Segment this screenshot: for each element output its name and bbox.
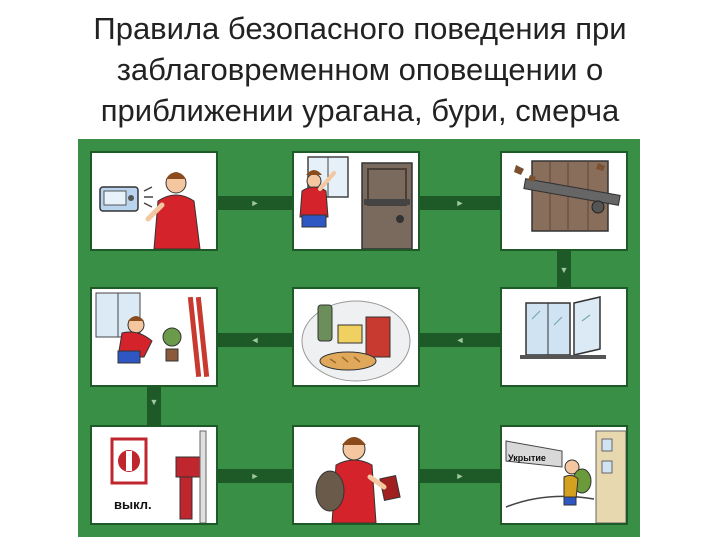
title-line-1: Правила безопасного поведения при (93, 11, 627, 46)
connector-2-3: ► (420, 196, 500, 210)
arrow-right-icon: ► (455, 471, 465, 481)
switch-off-label: выкл. (114, 497, 152, 512)
arrow-left-icon: ◄ (455, 335, 465, 345)
slide-title: Правила безопасного поведения при заблаг… (20, 8, 700, 131)
take-documents-illustration (315, 437, 401, 523)
connector-1-2: ► (218, 196, 292, 210)
panel-go-to-shelter: Укрытие (500, 425, 628, 525)
connector-5-6: ◄ (218, 333, 292, 347)
go-to-shelter-illustration: Укрытие (505, 430, 626, 523)
arrow-right-icon: ► (250, 471, 260, 481)
connector-3-4: ▼ (557, 249, 571, 291)
title-line-2: заблаговременном оповещении о (116, 52, 604, 87)
panel-board-up (500, 151, 628, 251)
open-window-illustration (520, 296, 606, 359)
panel-food-supplies (292, 287, 420, 387)
panel-switch-off: выкл. (90, 425, 218, 525)
panel-close-doors (292, 151, 420, 251)
shelter-sign: Укрытие (508, 453, 546, 463)
bring-inside-illustration (95, 292, 210, 377)
connector-7-8: ► (218, 469, 292, 483)
panel-open-window (500, 287, 628, 387)
connector-4-5: ◄ (420, 333, 500, 347)
connector-8-9: ► (420, 469, 500, 483)
arrow-right-icon: ► (250, 198, 260, 208)
safety-steps-board: ► ► ▼ ◄ ◄ ▼ ► ► (78, 139, 640, 537)
panel-bring-inside (90, 287, 218, 387)
title-line-3: приближении урагана, бури, смерча (100, 93, 620, 128)
connector-6-7: ▼ (147, 379, 161, 425)
close-doors-illustration (299, 156, 413, 249)
arrow-down-icon: ▼ (149, 397, 159, 407)
panel-take-documents (292, 425, 420, 525)
listen-radio-illustration (99, 172, 201, 249)
food-supplies-illustration (301, 300, 411, 382)
switch-off-illustration: выкл. (110, 430, 207, 523)
arrow-right-icon: ► (455, 198, 465, 208)
board-up-illustration (514, 160, 621, 232)
panel-listen-radio (90, 151, 218, 251)
arrow-down-icon: ▼ (559, 265, 569, 275)
arrow-left-icon: ◄ (250, 335, 260, 345)
